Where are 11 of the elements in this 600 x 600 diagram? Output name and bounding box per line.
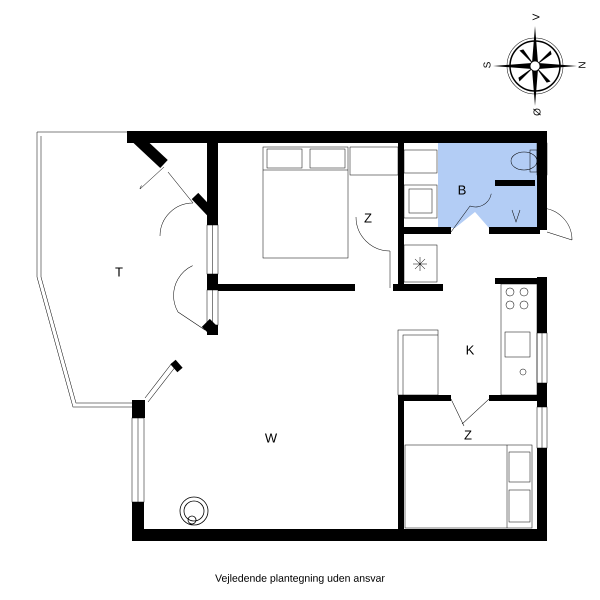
caption: Vejledende plantegning uden ansvar [215,574,385,584]
room-label: B [458,186,466,194]
room-label: K [466,346,474,354]
compass-letter: Ø [533,108,541,116]
room-label: Z [464,430,472,440]
compass-letter: S [483,62,491,68]
compass-letter: V [532,14,540,20]
room-label: T [115,268,123,276]
room-label: W [264,434,278,442]
compass-letter: N [578,62,586,68]
room-label: Z [364,214,372,222]
